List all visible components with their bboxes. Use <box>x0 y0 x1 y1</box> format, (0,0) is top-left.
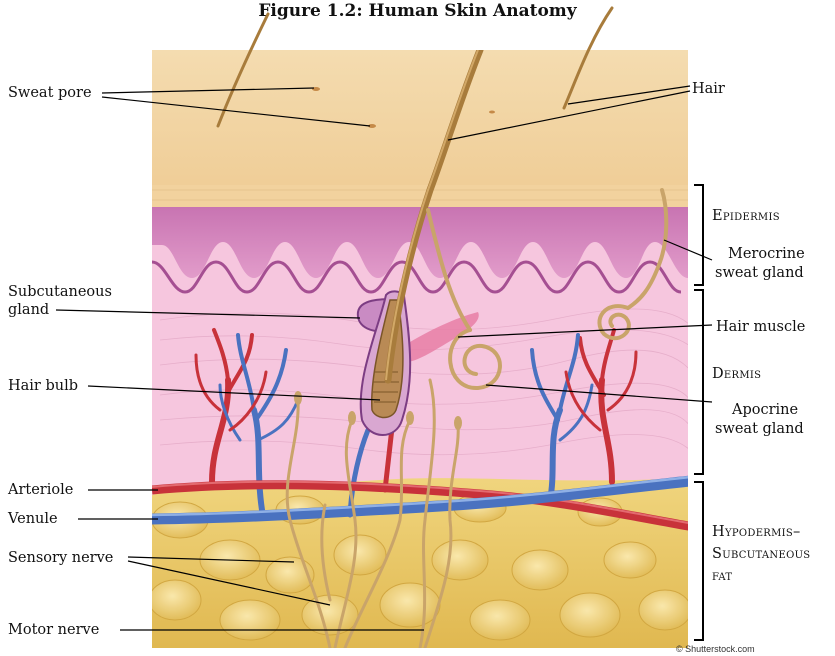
apocrine-label-line2: sweat gland <box>715 420 804 438</box>
copyright-credit: © Shutterstock.com <box>676 644 755 655</box>
merocrine-label-line1: Merocrine <box>728 245 805 263</box>
hypodermis-label-line3: fat <box>712 567 732 585</box>
hypodermis-label-line1: Hypodermis– <box>712 523 801 541</box>
subcutaneous-gland-label-line1: Subcutaneous <box>8 283 112 301</box>
subcutaneous-gland-label-line2: gland <box>8 301 49 319</box>
epidermis-label: Epidermis <box>712 207 780 225</box>
motor-nerve-label: Motor nerve <box>8 621 99 639</box>
sweat-pore-label: Sweat pore <box>8 84 92 102</box>
merocrine-label-line2: sweat gland <box>715 264 804 282</box>
arteriole-label: Arteriole <box>8 481 73 499</box>
hypodermis-label-line2: Subcutaneous <box>712 545 810 563</box>
venule-label: Venule <box>8 510 58 528</box>
dermis-label: Dermis <box>712 365 761 383</box>
hair-label: Hair <box>692 80 725 98</box>
sensory-nerve-label: Sensory nerve <box>8 549 113 567</box>
hair-bulb-label: Hair bulb <box>8 377 78 395</box>
hair-muscle-label: Hair muscle <box>716 318 805 336</box>
apocrine-label-line1: Apocrine <box>732 401 798 419</box>
